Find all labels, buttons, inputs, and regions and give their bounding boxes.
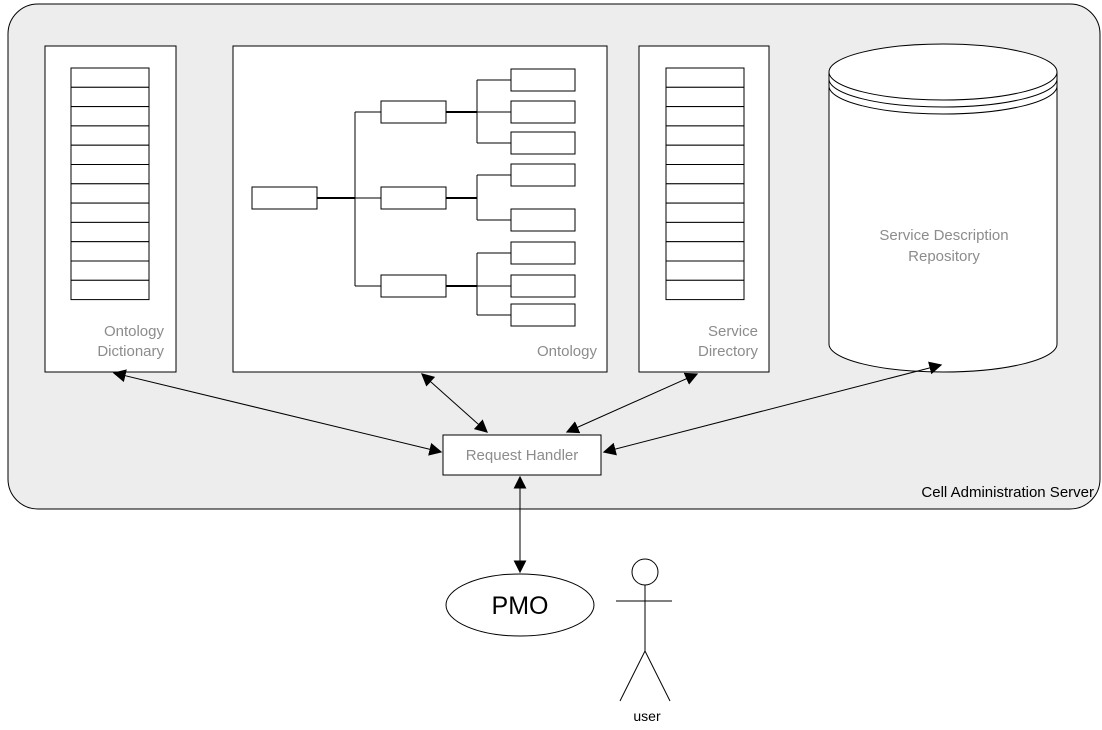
ontology-node-level1: [380, 100, 447, 124]
ontology-node-leaf: [510, 241, 576, 265]
service-directory-row: [665, 241, 745, 262]
ontology-dictionary-list: [70, 67, 150, 301]
repository-label-line2: Repository: [908, 248, 980, 265]
ontology-node-leaf: [510, 208, 576, 232]
ontology-dictionary-row: [70, 279, 150, 301]
ontology-node-leaf: [510, 163, 576, 187]
ontology-dictionary-label-line2: Dictionary: [97, 343, 164, 360]
service-directory-row: [665, 144, 745, 165]
ontology-dictionary-row: [70, 164, 150, 185]
ontology-dictionary-row: [70, 67, 150, 88]
request-handler: Request Handler: [442, 434, 602, 476]
service-directory-row: [665, 67, 745, 88]
ontology-node-leaf: [510, 68, 576, 92]
service-directory-row: [665, 106, 745, 127]
service-directory-list: [665, 67, 745, 301]
service-directory-row: [665, 202, 745, 223]
request-handler-label: Request Handler: [466, 447, 579, 464]
ontology-dictionary-row: [70, 260, 150, 281]
ontology-dictionary-row: [70, 144, 150, 165]
service-directory: Service Directory: [638, 45, 770, 373]
service-directory-label-line1: Service: [708, 323, 758, 340]
ontology-tree: [251, 68, 576, 327]
ontology-node-level1: [380, 274, 447, 298]
ontology-node-leaf: [510, 274, 576, 298]
service-directory-row: [665, 221, 745, 243]
user-actor: user: [616, 558, 672, 724]
repository-label-line1: Service Description: [879, 227, 1008, 244]
service-directory-row: [665, 86, 745, 108]
user-label: user: [633, 708, 661, 724]
ontology-dictionary-row: [70, 241, 150, 262]
ontology-dictionary-row: [70, 221, 150, 243]
service-directory-row: [665, 183, 745, 204]
service-description-repository: Service Description Repository: [828, 43, 1058, 373]
service-directory-row: [665, 260, 745, 281]
ontology-dictionary-row: [70, 125, 150, 146]
connections: [112, 361, 943, 574]
service-directory-row: [665, 279, 745, 301]
ontology-dictionary-row: [70, 86, 150, 108]
ontology-dictionary-label-line1: Ontology: [104, 323, 165, 340]
ontology-node-leaf: [510, 100, 576, 124]
ontology-dictionary: Ontology Dictionary: [44, 45, 177, 373]
arrow-dictionary-handler: [112, 369, 443, 456]
pmo: PMO: [445, 573, 595, 637]
ontology-node-leaf: [510, 303, 576, 327]
ontology-dictionary-row: [70, 183, 150, 204]
server-label: Cell Administration Server: [921, 484, 1094, 501]
service-directory-label-line2: Directory: [698, 343, 759, 360]
service-directory-row: [665, 164, 745, 185]
ontology-dictionary-row: [70, 202, 150, 223]
ontology-node-root: [251, 186, 318, 210]
user-head: [631, 558, 659, 586]
service-directory-row: [665, 125, 745, 146]
ontology-node-leaf: [510, 131, 576, 155]
arrow-repository-handler: [602, 361, 943, 456]
ontology-dictionary-row: [70, 106, 150, 127]
ontology-label: Ontology: [537, 343, 598, 360]
arrow-ontology-handler: [421, 373, 488, 433]
ontology-node-level1: [380, 186, 447, 210]
ontology: Ontology: [232, 45, 608, 373]
pmo-label: PMO: [492, 592, 549, 620]
